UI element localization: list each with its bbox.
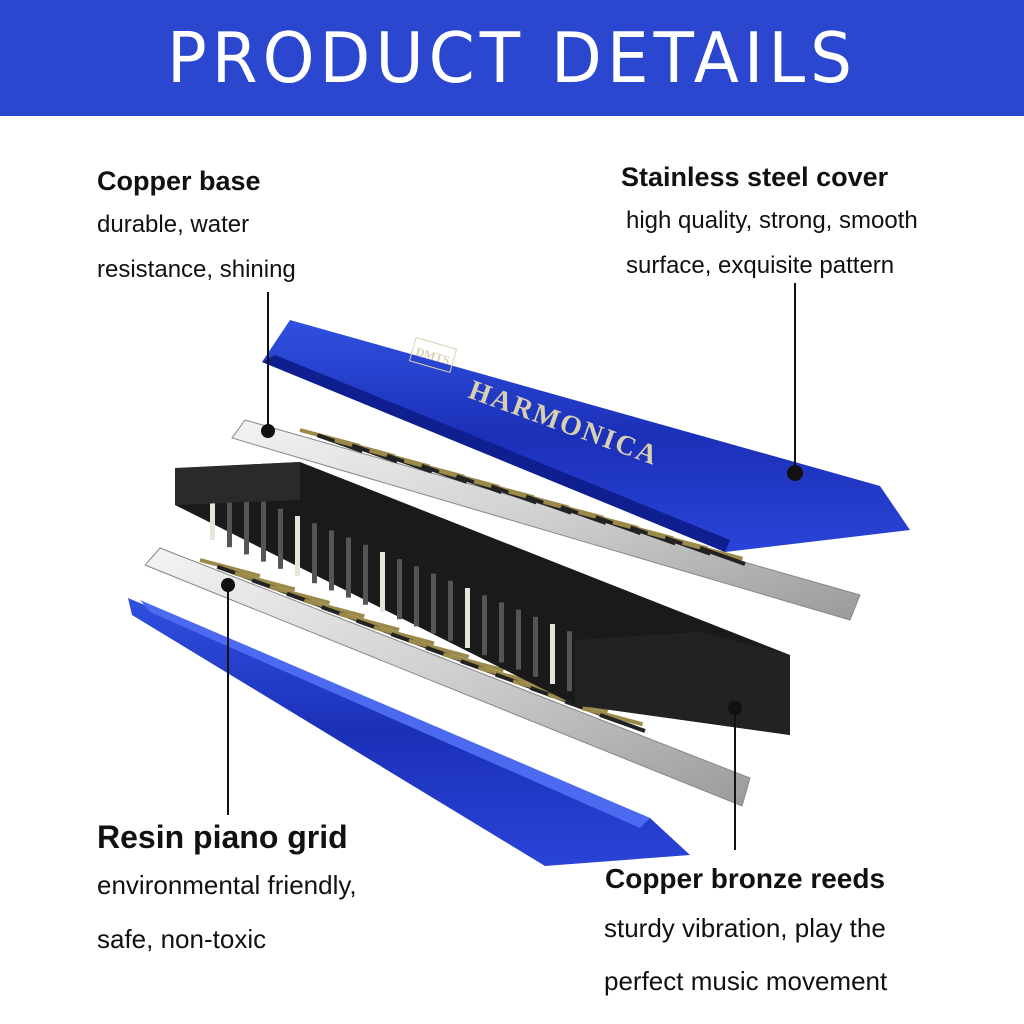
comb-tooth — [295, 516, 300, 576]
desc-line: safe, non-toxic — [97, 924, 267, 954]
copper-base-title: Copper base — [97, 166, 261, 196]
comb-tooth — [465, 588, 470, 648]
resin-desc: environmental friendly, safe, non-toxic — [97, 858, 357, 966]
top-cover — [262, 320, 910, 552]
comb-tooth — [244, 494, 249, 555]
comb-tooth — [516, 609, 521, 670]
reed — [699, 546, 746, 566]
reed — [408, 638, 470, 659]
bottom-cover — [128, 598, 690, 866]
comb-tooth — [499, 602, 504, 663]
desc-line: high quality, strong, smooth — [626, 207, 918, 234]
desc-line: environmental friendly, — [97, 870, 357, 900]
reed — [234, 571, 296, 592]
reed — [199, 558, 261, 578]
comb-tooth — [482, 595, 487, 656]
comb-tooth — [210, 480, 215, 540]
desc-line: durable, water — [97, 211, 250, 238]
resin-dot — [221, 578, 235, 592]
comb-tooth — [380, 552, 385, 612]
comb-tooth — [533, 616, 538, 677]
reed — [599, 713, 646, 733]
comb-tooth — [227, 487, 232, 548]
comb-tooth — [329, 530, 334, 591]
comb-tooth — [397, 559, 402, 620]
desc-line: sturdy vibration, play the — [604, 913, 886, 943]
comb-tooth — [363, 544, 368, 605]
copper-base-dot — [261, 424, 275, 438]
cover-dot — [787, 465, 803, 481]
comb-tooth — [448, 580, 453, 641]
comb-tooth — [431, 573, 436, 634]
comb-tooth — [278, 508, 283, 569]
desc-line: perfect music movement — [604, 966, 888, 996]
reeds-title: Copper bronze reeds — [605, 863, 886, 894]
reed — [303, 598, 365, 619]
reed — [373, 625, 435, 646]
reed — [338, 611, 400, 632]
reed — [442, 652, 504, 673]
comb-tooth — [414, 566, 419, 627]
reed — [582, 706, 644, 727]
header-banner: PRODUCT DETAILS — [0, 0, 1024, 116]
copper-base-desc: durable, water resistance, shining — [97, 202, 296, 292]
reeds-desc: sturdy vibration, play the perfect music… — [604, 902, 887, 1008]
bottom-cover-rim — [140, 600, 650, 828]
comb-tooth — [567, 631, 572, 692]
lower-plate — [144, 547, 751, 807]
leader-lines — [227, 283, 796, 850]
comb-tooth — [261, 501, 266, 562]
resin-title: Resin piano grid — [97, 819, 348, 855]
reed — [269, 585, 331, 605]
reeds-dot — [728, 701, 742, 715]
cover-title: Stainless steel cover — [621, 162, 889, 192]
page-title: PRODUCT DETAILS — [166, 17, 858, 99]
cover-desc: high quality, strong, smooth surface, ex… — [626, 198, 918, 288]
desc-line: surface, exquisite pattern — [626, 252, 895, 279]
comb-tooth — [312, 523, 317, 584]
desc-line: resistance, shining — [97, 256, 296, 283]
comb-tooth — [346, 537, 351, 598]
comb-tooth — [550, 624, 555, 684]
